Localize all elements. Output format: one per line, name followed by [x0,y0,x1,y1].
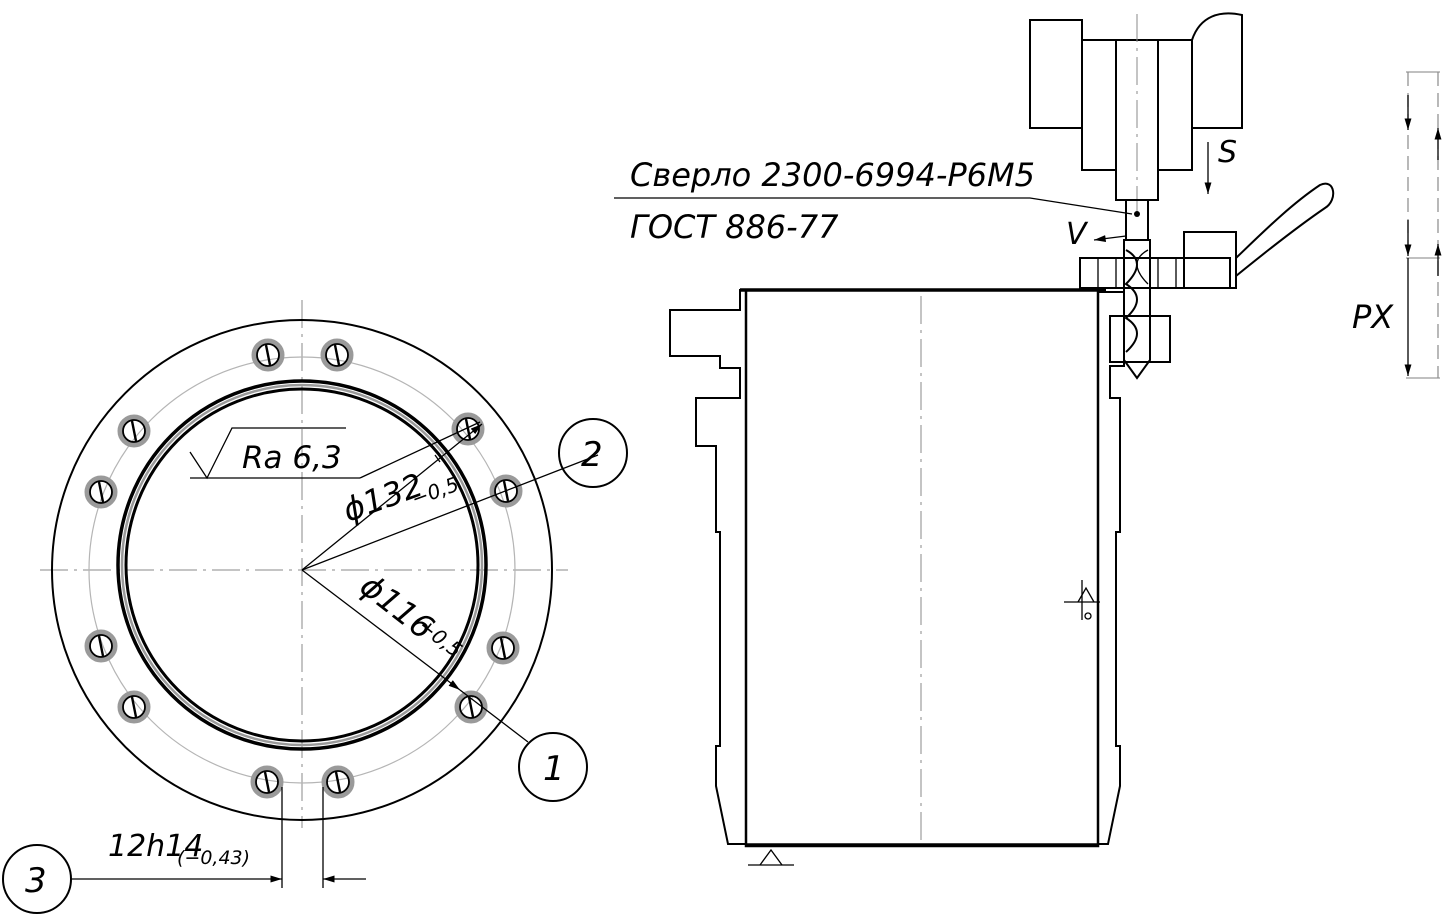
bolt-hole [323,341,351,369]
tool-name-label: Сверло 2300-6994-Р6М5 [630,156,1035,194]
jig-plate [1079,182,1335,363]
bolt-circle [88,356,516,784]
bolt-hole [120,693,148,721]
speed-arrow [1093,235,1127,243]
svg-text:1: 1 [543,749,565,789]
svg-text:2: 2 [581,435,603,475]
bore-inner-edge [124,387,480,743]
callout-1-leader [459,689,529,743]
section-view: Сверло 2300-6994-Р6М5 ГОСТ 886-77 S V PX [614,12,1442,866]
clamp-handle [1235,182,1335,279]
bore-outer-edge [116,379,488,751]
roughness-label: Ra 6,3 [242,440,342,476]
feed-label: S [1218,135,1237,170]
callout-2: 2 [558,418,628,488]
sleeve-bore [744,288,1100,848]
slot-width-label: 12h14 [108,829,203,864]
callout-2-leader [301,454,599,571]
diameter-116-leader [301,569,461,691]
groove-circle [120,383,484,747]
bolt-hole [324,768,352,796]
spindle [1029,12,1243,220]
tool-leader [614,197,1133,215]
cycle-label: PX [1352,298,1394,336]
bolt-hole [454,415,482,443]
bolt-hole [254,341,282,369]
sleeve-right-wall [1097,291,1125,845]
bolt-hole [457,693,485,721]
slot-width-dimension: 12h14 (−0,43) [72,787,366,888]
tool-standard-label: ГОСТ 886-77 [630,208,839,246]
cycle-diagram: PX [1352,71,1442,379]
datum-base-mark [748,848,794,866]
clamp-symbol [1064,580,1100,620]
front-view: Ra 6,3 ϕ132 −0,5 ϕ116 +0,5 2 1 3 [2,300,628,914]
drill-bit [1123,199,1151,380]
diameter-132-annotation: ϕ132 −0,5 [338,466,462,530]
bolt-hole [120,417,148,445]
svg-text:3: 3 [25,861,47,901]
sleeve-left-wall [669,289,747,845]
bolt-hole [87,632,115,660]
roughness-symbol: Ra 6,3 [189,421,481,480]
callout-1: 1 [518,732,588,802]
slot-width-tolerance: (−0,43) [177,847,250,869]
bolt-hole [489,634,517,662]
flange-outer-circle [51,319,553,821]
callout-3: 3 [2,844,72,914]
speed-label: V [1066,217,1089,252]
diameter-132-leader [301,423,483,571]
bolt-hole [87,478,115,506]
